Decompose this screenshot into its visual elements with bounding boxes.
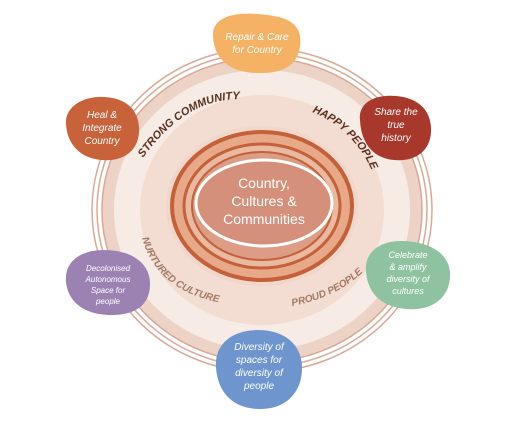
blob-repair-line-1: Repair & Care — [225, 32, 289, 43]
blob-celebrate: Celebrate & amplify diversity of culture… — [365, 240, 451, 310]
blob-heal-line-3: Country — [84, 136, 120, 147]
blob-decolonised: Decolonised Autonomous Space for people — [65, 250, 150, 316]
blob-diversity-line-3: diversity of — [235, 368, 284, 379]
blob-decolonised-line-2: Autonomous — [85, 275, 131, 284]
center-line-3: Communities — [223, 211, 305, 227]
blob-share-line-3: history — [381, 133, 411, 144]
blob-repair-care: Repair & Care for Country — [212, 13, 301, 74]
blob-repair-line-2: for Country — [232, 45, 282, 56]
blob-diversity-line-1: Diversity of — [234, 342, 285, 353]
blob-share-line-1: Share the — [374, 107, 418, 118]
center-label: Country, Cultures & Communities — [223, 175, 305, 227]
blob-decolonised-line-3: Space for — [91, 286, 126, 295]
center-line-2: Cultures & — [231, 193, 297, 209]
blob-diversity: Diversity of spaces for diversity of peo… — [215, 330, 302, 410]
core-rings — [166, 126, 358, 286]
blob-celebrate-line-3: diversity of — [386, 274, 431, 284]
blob-diversity-line-2: spaces for — [236, 355, 283, 366]
blob-heal-line-2: Integrate — [82, 123, 122, 134]
blob-diversity-line-4: people — [243, 381, 274, 392]
blob-heal-integrate: Heal & Integrate Country — [65, 96, 140, 161]
center-line-1: Country, — [238, 175, 290, 191]
blob-share-line-2: true — [387, 120, 405, 131]
blob-celebrate-line-2: & amplify — [389, 262, 427, 272]
blob-heal-line-1: Heal & — [87, 110, 117, 121]
blob-decolonised-line-1: Decolonised — [86, 264, 131, 273]
blob-celebrate-line-4: cultures — [392, 286, 424, 296]
blob-celebrate-line-1: Celebrate — [388, 250, 427, 260]
blob-decolonised-line-4: people — [95, 297, 121, 306]
blob-share-history: Share the true history — [359, 95, 432, 161]
